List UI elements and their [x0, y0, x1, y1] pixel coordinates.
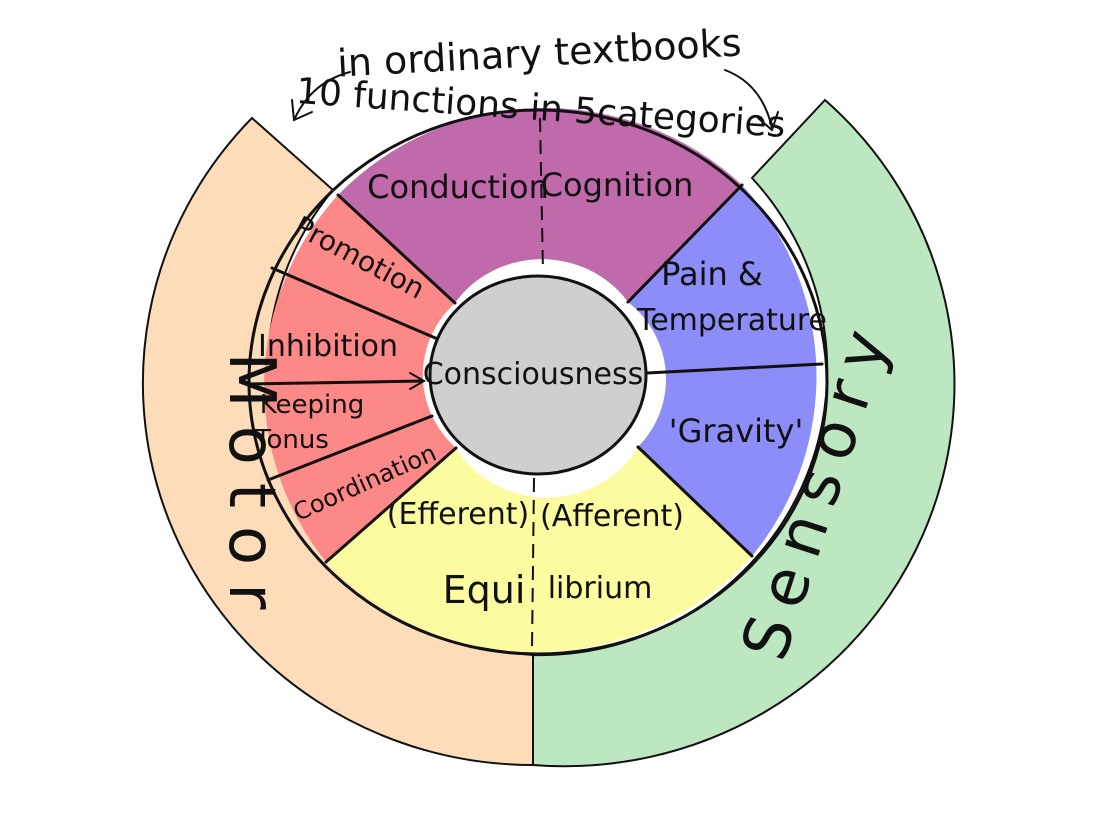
- arrow-head-inhibition: [409, 372, 427, 390]
- divider-pain-gravity: [645, 362, 824, 375]
- label-tonus: Tonus: [254, 425, 329, 455]
- label-afferent: (Afferent): [540, 499, 684, 534]
- label-inhibition: Inhibition: [258, 329, 398, 364]
- divider-inhibition-arrow: [247, 379, 424, 386]
- label-temperature: Temperature: [636, 303, 827, 338]
- arrow-left-curve: [294, 71, 351, 119]
- divider-coordination: [266, 414, 434, 482]
- label-pain: Pain &: [661, 255, 763, 293]
- divider-promotion: [270, 266, 442, 342]
- arrow-right-curve: [724, 69, 773, 129]
- label-conduction: Conduction: [367, 168, 549, 206]
- label-cognition: Cognition: [541, 166, 694, 204]
- segment-conduction-cognition: [338, 108, 742, 303]
- segment-equilibrium: [326, 447, 752, 653]
- sensory-band: [532, 98, 956, 768]
- label-gravity: 'Gravity': [669, 412, 803, 450]
- label-consciousness: Consciousness: [423, 357, 644, 392]
- arrow-right-head: [757, 111, 779, 132]
- divider-bottom-right: [636, 445, 754, 558]
- motor-label: Motor: [214, 353, 288, 628]
- divider-bottom-left: [324, 446, 458, 564]
- arrow-left-head: [291, 99, 313, 122]
- label-keeping: Keeping: [260, 390, 364, 420]
- label-librium: librium: [548, 571, 653, 606]
- dashed-split-bottom: [531, 477, 535, 651]
- dashed-split-top: [539, 117, 544, 273]
- label-efferent: (Efferent): [387, 497, 529, 532]
- divider-top-right: [626, 183, 744, 304]
- inner-ring-outline: [247, 108, 829, 656]
- header-line-1: in ordinary textbooks: [336, 20, 742, 85]
- consciousness-circle: [428, 274, 648, 476]
- divider-top-left: [336, 193, 457, 305]
- label-equi: Equi: [443, 568, 526, 612]
